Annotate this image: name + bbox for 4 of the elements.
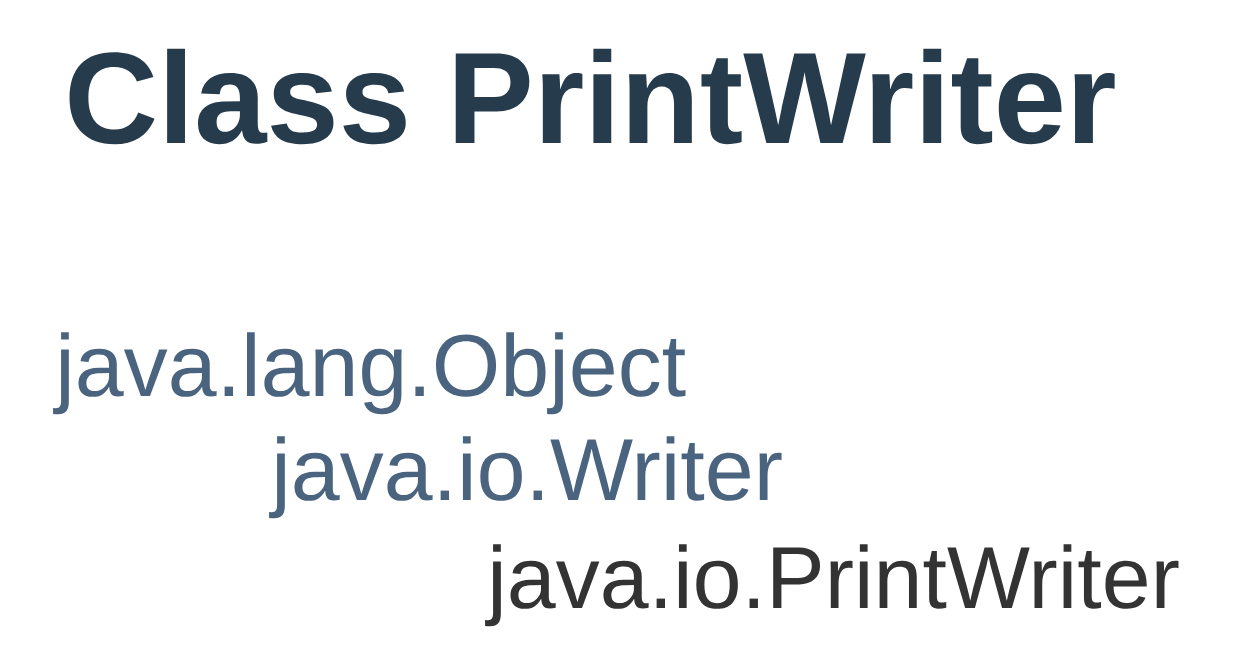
class-name: java.io.Writer [269,436,782,519]
class-name: java.lang.Object [53,332,686,415]
slide-title: Class PrintWriter [69,48,1115,145]
class-name: java.io.PrintWriter [485,544,1179,627]
